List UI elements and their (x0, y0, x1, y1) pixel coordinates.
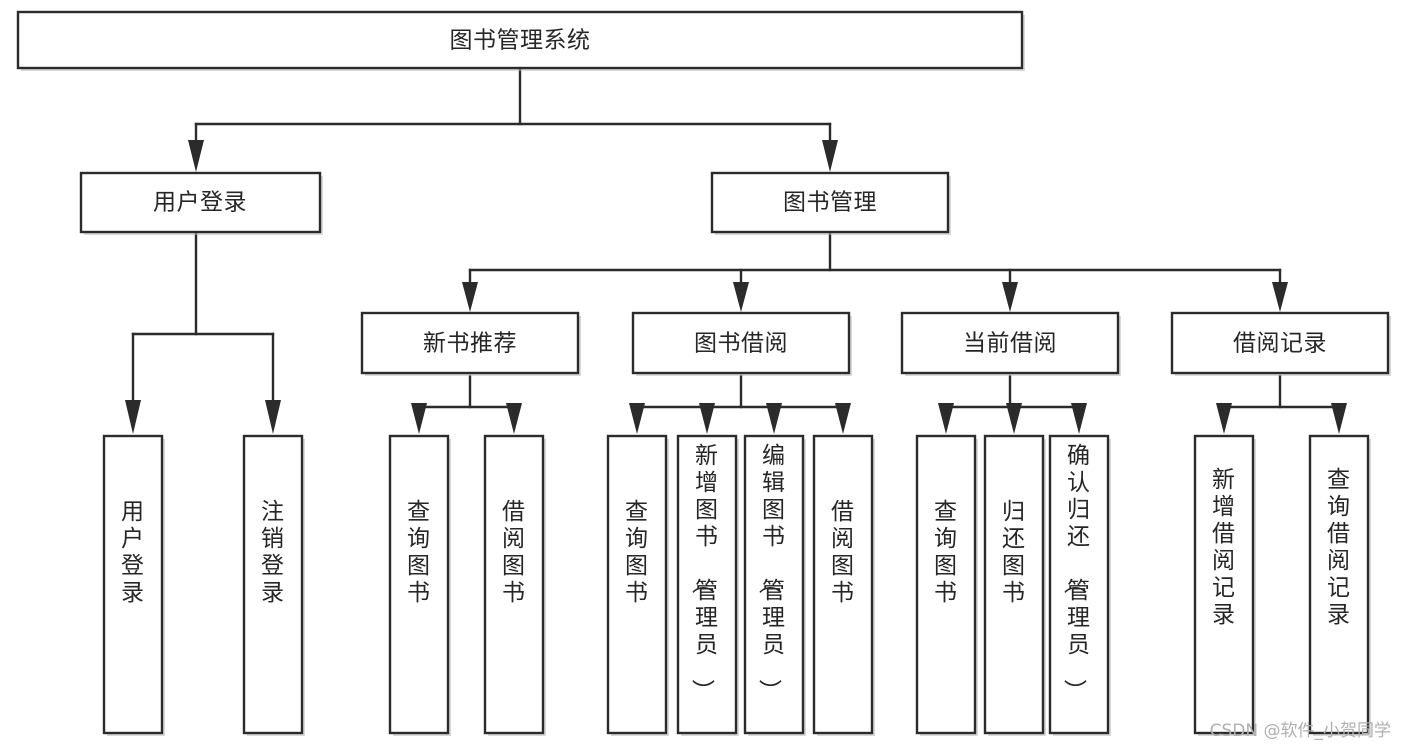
node-leaf-borrow-book-2[interactable]: 借阅图书 (812, 434, 875, 736)
node-leaf-query-record[interactable]: 查询借阅记录 (1308, 434, 1371, 736)
node-leaf-user-logout[interactable]: 注销登录 (242, 434, 305, 736)
leaf-borrow-book-2-label: 借阅图书 (831, 499, 855, 606)
new-book-recommend-label: 新书推荐 (423, 331, 517, 357)
node-new-book-recommend[interactable]: 新书推荐 (360, 311, 581, 376)
arrow-to-leaf-confirm-return (1071, 403, 1087, 434)
leaf-user-logout-box (242, 434, 304, 735)
node-leaf-user-login[interactable]: 用户登录 (102, 434, 165, 736)
leaf-add-record-label: 新增借阅记录 (1212, 467, 1236, 628)
leaf-query-record-label: 查询借阅记录 (1327, 467, 1351, 628)
node-book-borrow[interactable]: 图书借阅 (631, 311, 852, 376)
node-leaf-query-book-3[interactable]: 查询图书 (915, 434, 978, 736)
arrow-to-user-login (188, 140, 204, 172)
leaf-add-record-box (1193, 434, 1255, 735)
leaf-confirm-return-box (1048, 434, 1110, 735)
leaf-return-book-box (983, 434, 1045, 735)
node-leaf-edit-book[interactable]: 编辑图书（管理员） (743, 434, 806, 736)
book-manage-box (710, 171, 950, 234)
node-leaf-query-book-2[interactable]: 查询图书 (606, 434, 669, 736)
leaf-return-book-label: 归还图书 (1002, 499, 1026, 606)
arrow-to-leaf-user-logout (265, 400, 281, 434)
arrow-to-new-book-recommend (462, 282, 478, 312)
leaf-borrow-book-1-box (483, 434, 545, 735)
user-login-box (79, 171, 322, 234)
arrow-to-leaf-add-record (1216, 403, 1232, 434)
leaf-confirm-return-label: 确认归还（管理员） (1061, 443, 1091, 703)
arrow-to-borrow-record (1272, 282, 1288, 312)
leaf-user-logout-label: 注销登录 (261, 499, 285, 606)
leaf-query-book-3-label: 查询图书 (934, 499, 958, 606)
leaf-query-book-1-box (388, 434, 450, 735)
arrow-to-book-manage (822, 140, 838, 172)
leaf-query-record-box (1308, 434, 1370, 735)
book-borrow-label: 图书借阅 (694, 331, 788, 357)
leaf-edit-book-label: 编辑图书（管理员） (756, 443, 786, 703)
leaf-query-book-1-label: 查询图书 (407, 499, 431, 606)
node-leaf-return-book[interactable]: 归还图书 (983, 434, 1046, 736)
book-manage-label: 图书管理 (783, 190, 877, 216)
arrow-to-leaf-query-book-3 (938, 403, 954, 434)
leaf-edit-book-box (743, 434, 805, 735)
leaf-query-book-2-label: 查询图书 (625, 499, 649, 606)
book-borrow-box (631, 311, 851, 375)
arrow-to-leaf-borrow-book-1 (506, 403, 522, 434)
user-login-label: 用户登录 (153, 190, 247, 216)
node-current-borrow[interactable]: 当前借阅 (900, 311, 1121, 376)
arrow-to-book-borrow (733, 282, 749, 312)
arrow-to-leaf-query-book-1 (411, 403, 427, 434)
leaf-query-book-2-box (606, 434, 668, 735)
leaf-add-book-box (676, 434, 738, 735)
leaf-user-login-box (102, 434, 164, 735)
node-leaf-add-record[interactable]: 新增借阅记录 (1193, 434, 1256, 736)
leaf-add-book-label: 新增图书（管理员） (689, 443, 719, 703)
node-borrow-record[interactable]: 借阅记录 (1170, 311, 1391, 376)
leaf-borrow-book-2-box (812, 434, 874, 735)
arrow-to-leaf-user-login (125, 400, 141, 434)
leaf-query-book-3-box (915, 434, 977, 735)
arrow-to-leaf-return-book (1006, 403, 1022, 434)
borrow-record-box (1170, 311, 1390, 375)
node-user-login[interactable]: 用户登录 (79, 171, 323, 235)
current-borrow-box (900, 311, 1120, 375)
leaf-borrow-book-1-label: 借阅图书 (502, 499, 526, 606)
arrow-to-leaf-query-record (1331, 403, 1347, 434)
arrow-to-leaf-add-book (699, 403, 715, 434)
node-leaf-confirm-return[interactable]: 确认归还（管理员） (1048, 434, 1111, 736)
csdn-watermark: CSDN @软件_小贺同学 (1209, 721, 1391, 741)
root-box (16, 10, 1024, 70)
node-root[interactable]: 图书管理系统 (16, 10, 1025, 71)
node-book-manage[interactable]: 图书管理 (710, 171, 951, 235)
current-borrow-label: 当前借阅 (963, 331, 1057, 357)
node-leaf-borrow-book-1[interactable]: 借阅图书 (483, 434, 546, 736)
arrow-to-leaf-query-book-2 (629, 403, 645, 434)
borrow-record-label: 借阅记录 (1233, 331, 1327, 357)
new-book-recommend-box (360, 311, 580, 375)
node-leaf-query-book-1[interactable]: 查询图书 (388, 434, 451, 736)
leaf-user-login-label: 用户登录 (121, 499, 145, 606)
edges-group (125, 66, 1347, 434)
arrow-to-leaf-edit-book (766, 403, 782, 434)
root-label: 图书管理系统 (450, 28, 591, 54)
arrow-to-current-borrow (1002, 282, 1018, 312)
arrow-to-leaf-borrow-book-2 (835, 403, 851, 434)
node-leaf-add-book[interactable]: 新增图书（管理员） (676, 434, 739, 736)
